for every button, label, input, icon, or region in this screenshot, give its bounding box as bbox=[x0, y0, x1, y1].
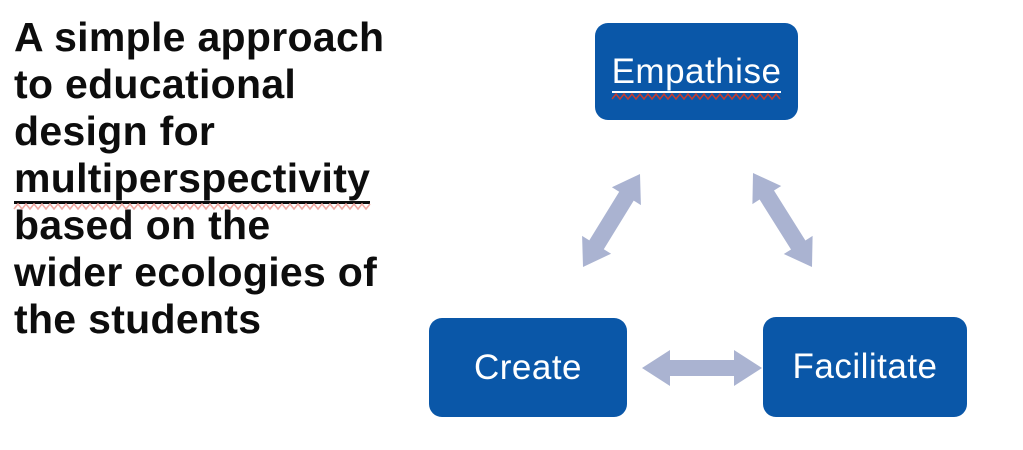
node-create[interactable]: Create bbox=[429, 318, 627, 417]
headline-line: wider ecologies of bbox=[14, 249, 378, 295]
node-facilitate[interactable]: Facilitate bbox=[763, 317, 967, 417]
headline-line: based on the bbox=[14, 202, 271, 248]
headline-line: the students bbox=[14, 296, 262, 342]
node-create-label: Create bbox=[473, 347, 583, 387]
misspelled-word-wrap: multiperspectivity bbox=[13, 155, 371, 211]
headline-line: design for bbox=[14, 108, 216, 154]
headline: A simple approach to educational design … bbox=[13, 14, 424, 343]
node-empathise-label: Empathise bbox=[611, 51, 782, 93]
node-empathise[interactable]: Empathise bbox=[595, 23, 798, 120]
node-empathise-label-wrap: Empathise bbox=[610, 51, 782, 100]
node-facilitate-label: Facilitate bbox=[792, 347, 938, 386]
headline-line-underlined: multiperspectivity bbox=[13, 155, 424, 211]
headline-line: A simple approach bbox=[14, 14, 385, 60]
headline-line: to educational bbox=[14, 61, 297, 107]
underlined-word: multiperspectivity bbox=[14, 155, 371, 204]
spellcheck-squiggle-icon bbox=[610, 92, 781, 100]
